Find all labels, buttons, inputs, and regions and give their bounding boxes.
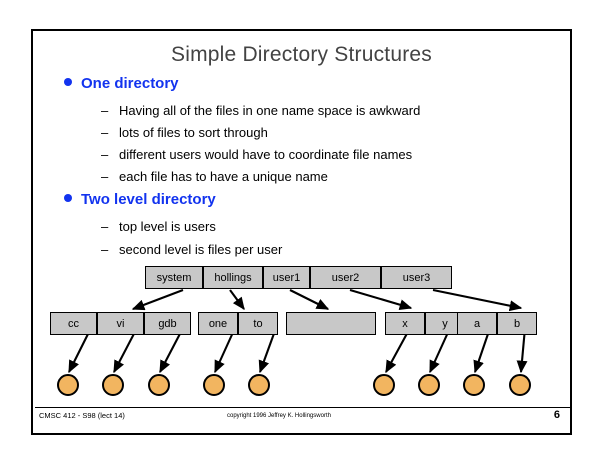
node-label: system (156, 271, 192, 284)
list-item: –each file has to have a unique name (101, 169, 328, 184)
arrow-from-user2 (349, 288, 413, 311)
footer-course-label: CMSC 412 - S98 (lect 14) (39, 411, 125, 420)
arrow-from-user1 (289, 289, 330, 310)
footer-copyright: copyright 1996 Jeffrey K. Hollingsworth (227, 413, 331, 419)
list-item-label: different users would have to coordinate… (119, 147, 413, 162)
file-cell-gdb-of-system[interactable]: gdb (144, 312, 191, 335)
footer-page-number: 6 (553, 409, 560, 421)
bullet-dot-icon (64, 194, 72, 202)
leaf-node-circle[interactable] (509, 374, 531, 396)
leaf-node-circle[interactable] (203, 374, 225, 396)
footer-divider (35, 407, 572, 408)
bullet-dot-icon (64, 78, 72, 86)
page-title: Simple Directory Structures (171, 43, 432, 66)
leaf-node-circle[interactable] (148, 374, 170, 396)
list-item-label: each file has to have a unique name (119, 169, 328, 184)
node-label: hollings (214, 271, 252, 284)
directory-cell-user3[interactable]: user3 (381, 266, 452, 289)
file-cell-vi-of-system[interactable]: vi (97, 312, 144, 335)
leaf-node-circle[interactable] (463, 374, 485, 396)
dash-bullet-icon: – (101, 103, 109, 118)
directory-cell-system[interactable]: system (145, 266, 203, 289)
node-label: one (208, 317, 228, 330)
file-cell-cc-of-system[interactable]: cc (50, 312, 97, 335)
dash-bullet-icon: – (101, 147, 109, 162)
file-cell-b-of-user3[interactable]: b (497, 312, 537, 335)
leaf-node-circle[interactable] (248, 374, 270, 396)
node-label: cc (68, 317, 79, 330)
node-label: b (513, 317, 521, 330)
list-item-label: Having all of the files in one name spac… (119, 103, 421, 118)
dash-bullet-icon: – (101, 219, 109, 234)
list-item: –Having all of the files in one name spa… (101, 103, 420, 118)
node-label: x (402, 317, 408, 330)
dash-bullet-icon: – (101, 169, 109, 184)
list-item: –different users would have to coordinat… (101, 147, 412, 162)
node-label: to (253, 317, 263, 330)
node-label: user3 (402, 271, 431, 284)
file-cell-x-of-user2[interactable]: x (385, 312, 425, 335)
file-cell-a-of-user3[interactable]: a (457, 312, 497, 335)
section-heading-label: One directory (81, 75, 179, 92)
list-item-label: lots of files to sort through (119, 125, 268, 140)
leaf-node-circle[interactable] (373, 374, 395, 396)
node-label: a (473, 317, 481, 330)
node-label: vi (116, 317, 125, 330)
section-heading-two-level-directory: Two level directory (64, 191, 216, 208)
file-cell-to-of-hollings[interactable]: to (238, 312, 278, 335)
list-item: –top level is users (101, 219, 216, 234)
file-cell-empty-of-user1[interactable] (286, 312, 376, 335)
list-item-label: top level is users (119, 219, 216, 234)
node-label: gdb (158, 317, 177, 330)
section-heading-label: Two level directory (81, 191, 216, 208)
leaf-node-circle[interactable] (102, 374, 124, 396)
dash-bullet-icon: – (101, 125, 109, 140)
arrow-from-system (131, 289, 184, 311)
section-heading-one-directory: One directory (64, 75, 179, 92)
directory-cell-hollings[interactable]: hollings (203, 266, 263, 289)
directory-cell-user1[interactable]: user1 (263, 266, 310, 289)
leaf-node-circle[interactable] (57, 374, 79, 396)
arrow-from-hollings (229, 289, 245, 311)
leaf-node-circle[interactable] (418, 374, 440, 396)
file-cell-one-of-hollings[interactable]: one (198, 312, 238, 335)
arrow-from-user3 (432, 288, 523, 312)
node-label: y (442, 317, 448, 330)
dash-bullet-icon: – (101, 242, 109, 257)
node-label: user2 (331, 271, 360, 284)
directory-cell-user2[interactable]: user2 (310, 266, 381, 289)
slide-canvas: Simple Directory Structures One director… (31, 29, 572, 435)
node-label: user1 (272, 271, 301, 284)
list-item: –lots of files to sort through (101, 125, 268, 140)
list-item-label: second level is files per user (119, 242, 283, 257)
list-item: –second level is files per user (101, 242, 282, 257)
